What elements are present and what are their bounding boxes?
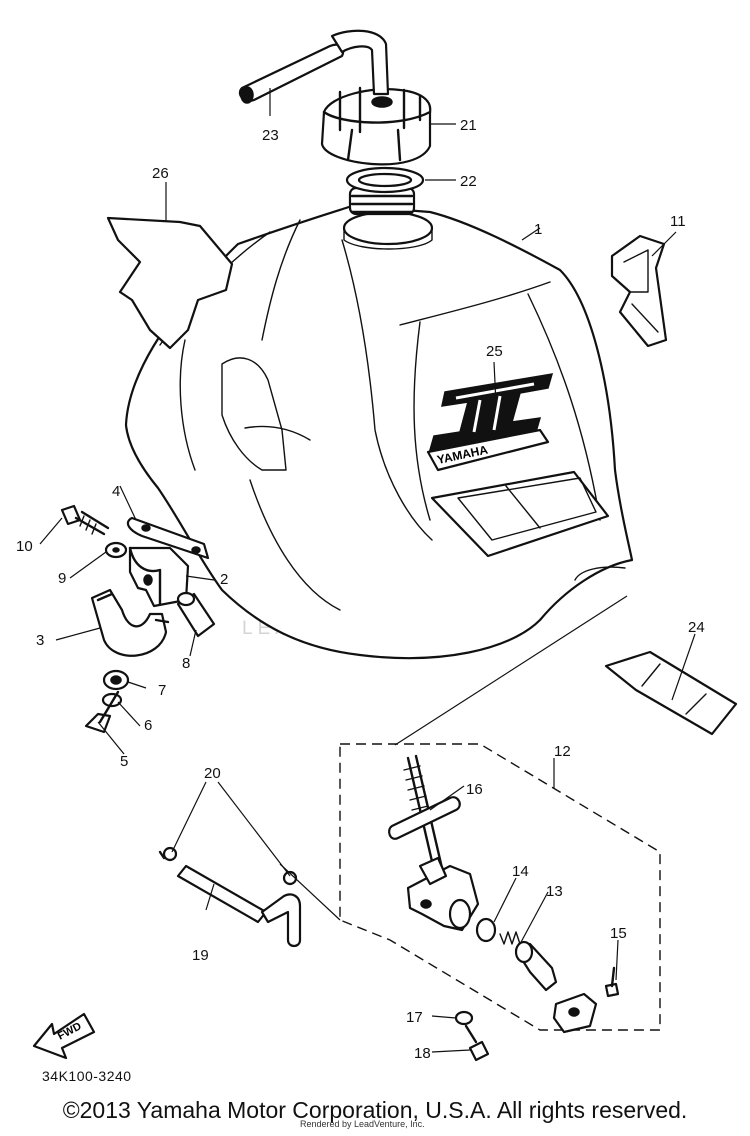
- label-2: 2: [220, 571, 228, 588]
- drawing-number: 34K100-3240: [42, 1068, 132, 1084]
- bolt-10[interactable]: [60, 504, 110, 536]
- leader-lines: [39, 88, 696, 1053]
- label-4: 4: [112, 483, 120, 500]
- breather-hose[interactable]: [238, 29, 390, 104]
- label-1: 1: [534, 221, 542, 238]
- label-6: 6: [144, 717, 152, 734]
- hose-clip-20[interactable]: [158, 846, 298, 886]
- fuel-cock-body[interactable]: [406, 856, 480, 932]
- fuel-cock-filter-16[interactable]: [388, 754, 461, 872]
- label-13: 13: [546, 883, 563, 900]
- washer-17[interactable]: [454, 1010, 474, 1026]
- bracket-4[interactable]: [126, 516, 210, 560]
- fuel-cap[interactable]: [320, 86, 432, 166]
- label-19: 19: [192, 947, 209, 964]
- screw-18[interactable]: [464, 1024, 490, 1062]
- part-labels: 1 2 3 4 5 6 7 8 9 10 11 12 13 14 15 16 1…: [16, 117, 705, 1062]
- label-22: 22: [460, 173, 477, 190]
- label-23: 23: [262, 127, 279, 144]
- label-12: 12: [554, 743, 571, 760]
- label-5: 5: [120, 753, 128, 770]
- cap-gasket[interactable]: [345, 166, 425, 194]
- clamp-3[interactable]: [90, 588, 170, 657]
- label-3: 3: [36, 632, 44, 649]
- spring-13[interactable]: [499, 931, 521, 945]
- label-26: 26: [152, 165, 169, 182]
- label-7: 7: [158, 682, 166, 699]
- label-18: 18: [414, 1045, 431, 1062]
- tank-decal[interactable]: YAMAHA: [426, 373, 610, 558]
- emblem-11[interactable]: [610, 234, 668, 348]
- fwd-arrow-icon: FWD: [32, 1012, 96, 1060]
- label-10: 10: [16, 538, 33, 555]
- plate-13[interactable]: [552, 992, 598, 1034]
- label-17: 17: [406, 1009, 423, 1026]
- label-24: 24: [688, 619, 705, 636]
- label-8: 8: [182, 655, 190, 672]
- lever-13[interactable]: [514, 940, 558, 992]
- collar-8[interactable]: [176, 591, 216, 638]
- label-11: 11: [670, 213, 686, 230]
- rendered-by-note: Rendered by LeadVenture, Inc.: [300, 1119, 425, 1129]
- screw-15[interactable]: [604, 966, 620, 998]
- side-graphic-26[interactable]: [106, 216, 234, 350]
- tank-pad-24[interactable]: [604, 650, 738, 736]
- fuel-cock-assembly-boundary: [339, 743, 661, 1031]
- nut-7[interactable]: [102, 669, 130, 691]
- label-15: 15: [610, 925, 627, 942]
- copyright-notice: ©2013 Yamaha Motor Corporation, U.S.A. A…: [62, 1097, 688, 1123]
- bracket-2[interactable]: [128, 546, 190, 608]
- label-9: 9: [58, 570, 66, 587]
- o-ring-14[interactable]: [475, 917, 497, 943]
- fuel-hose-19[interactable]: [176, 864, 302, 948]
- label-25: 25: [486, 343, 503, 360]
- label-21: 21: [460, 117, 477, 134]
- washer-9[interactable]: [104, 541, 128, 559]
- label-16: 16: [466, 781, 483, 798]
- label-14: 14: [512, 863, 529, 880]
- bolt-5[interactable]: [84, 690, 120, 734]
- label-20: 20: [204, 765, 221, 782]
